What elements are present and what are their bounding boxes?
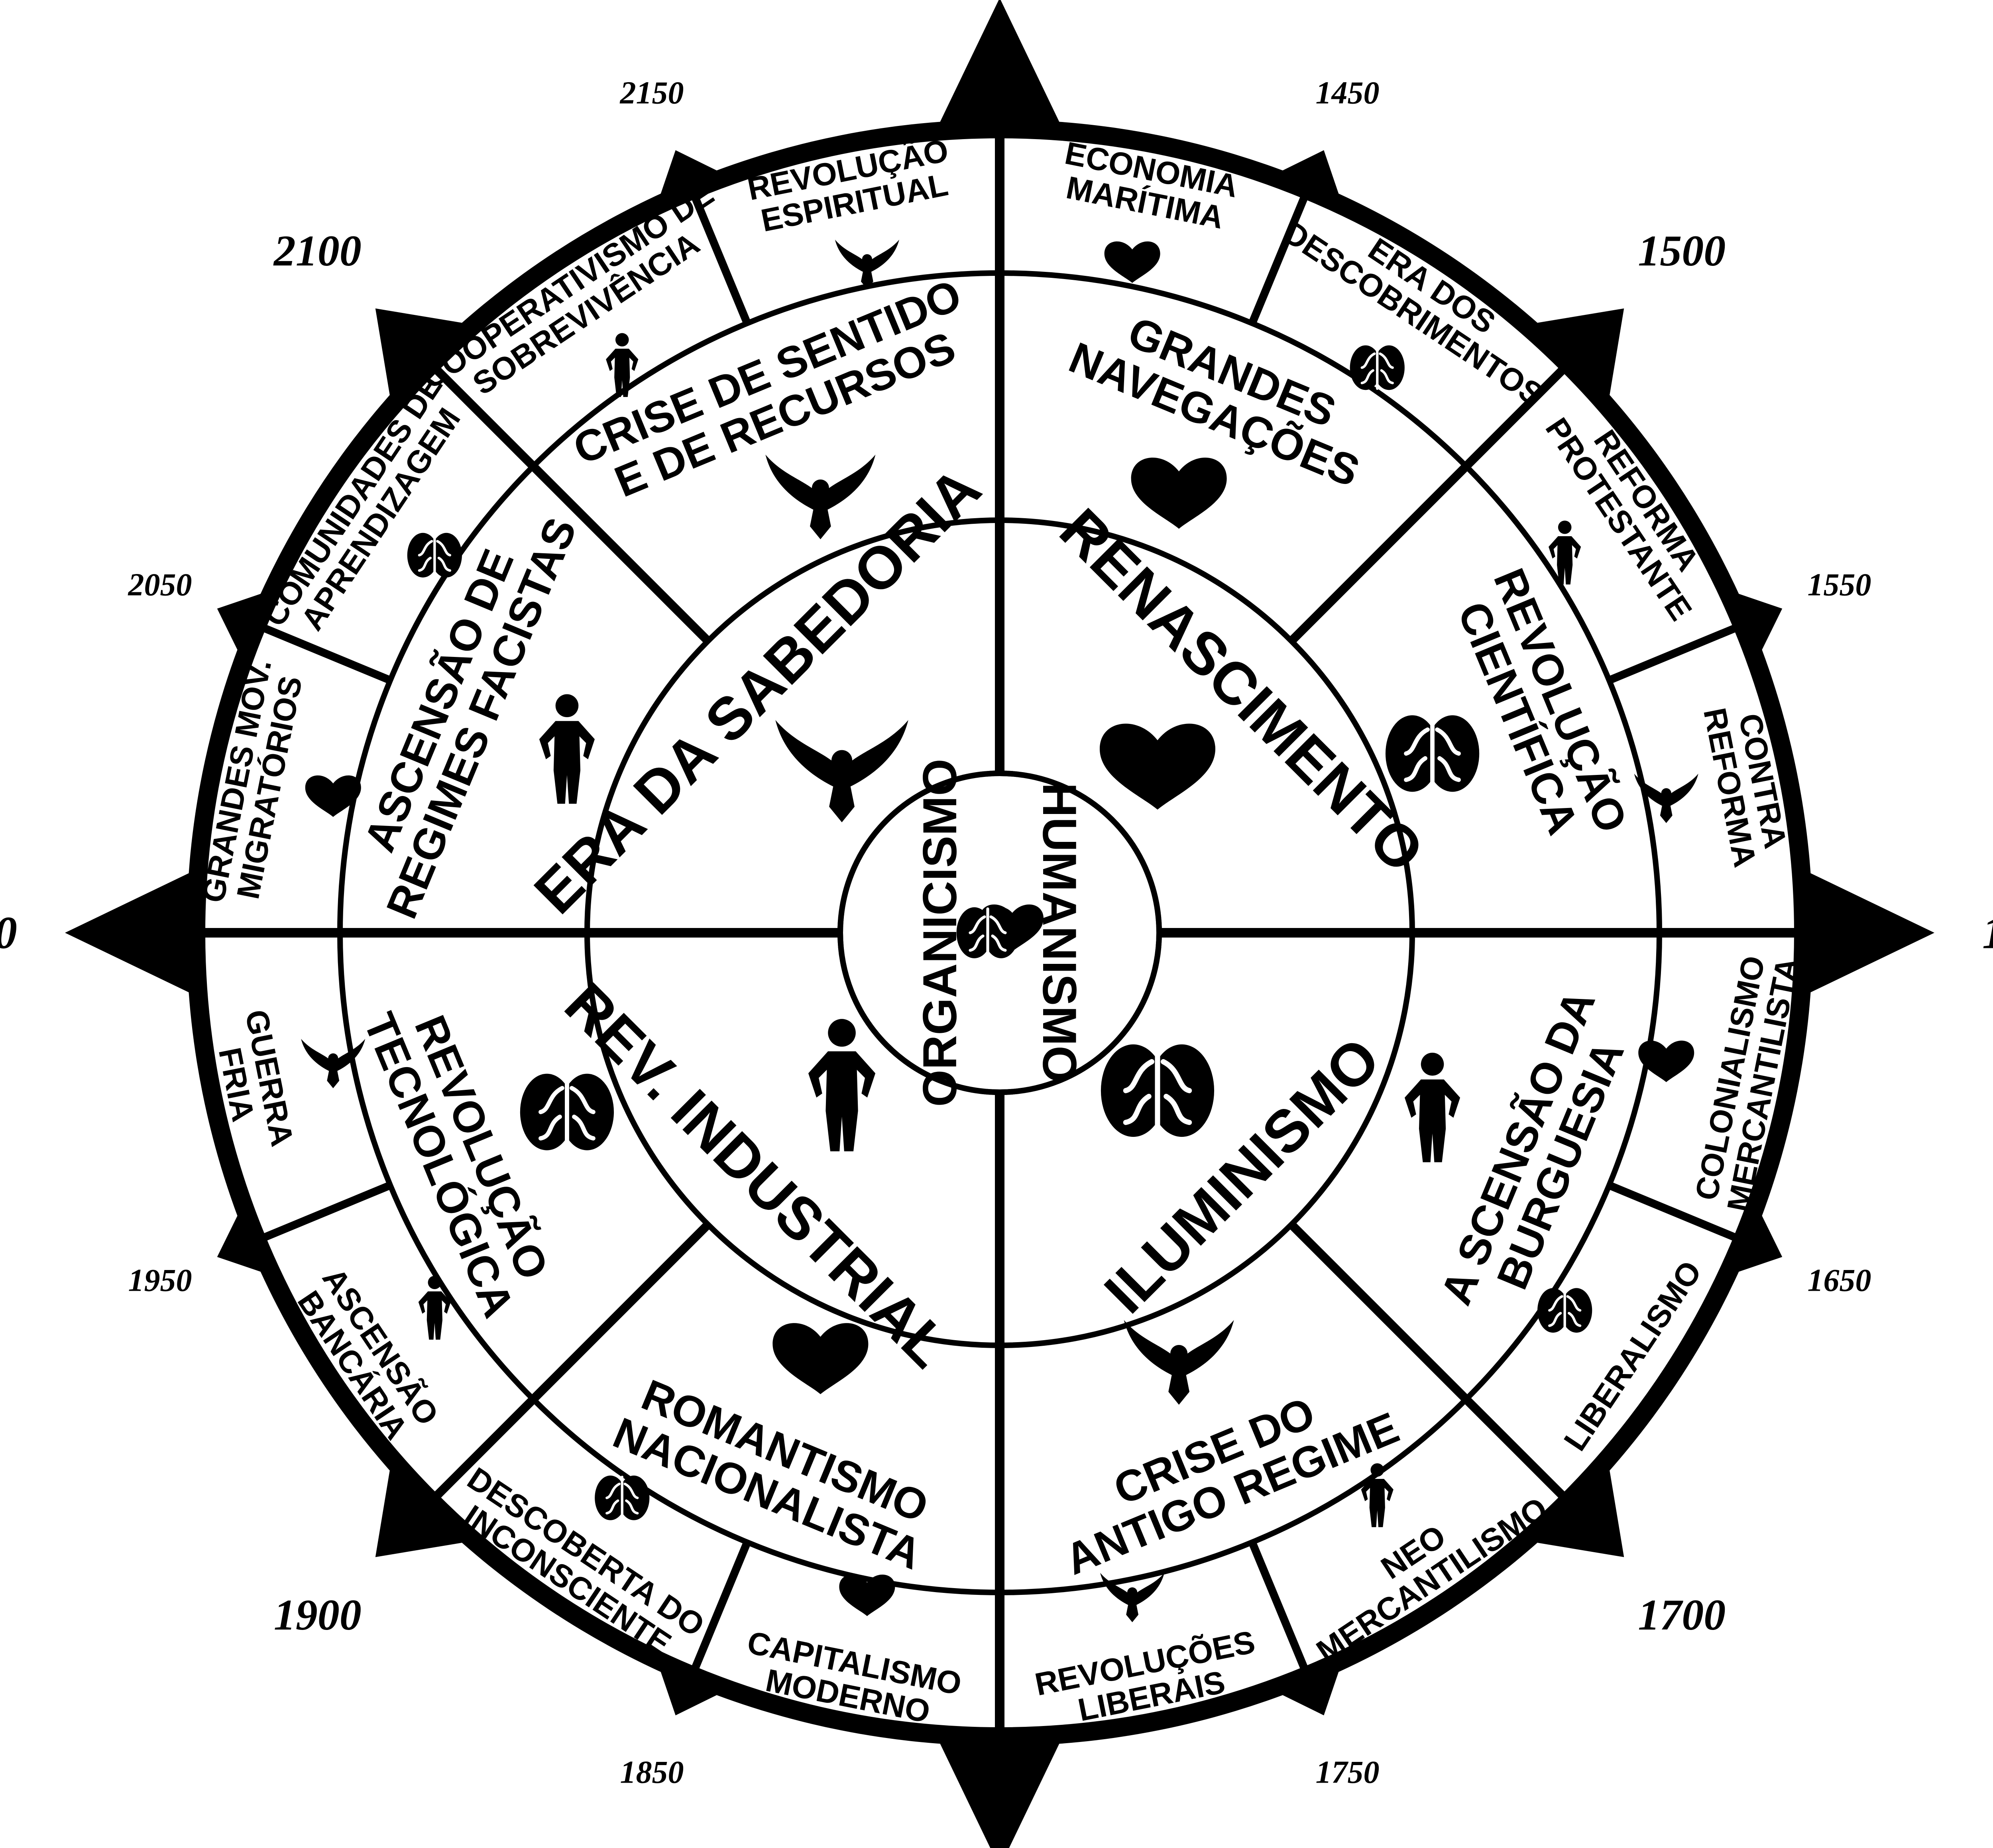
minor-arrow-5 [217,1211,266,1274]
marker-arrow-3 [375,308,462,395]
divider-minor [258,1182,392,1243]
divider-marker [1288,1221,1570,1503]
divider-minor [1608,1182,1741,1243]
cardinal-arrow-0 [940,0,1059,122]
marker-year-label: 2100 [273,226,362,275]
brain-icon [1537,1288,1592,1333]
brain-icon [1386,715,1479,792]
minor-year-label: 1950 [128,1263,192,1298]
cardinal-arrow-1 [1810,873,1934,993]
cardinal-arrow-3 [65,873,189,993]
divider-marker [430,1221,711,1503]
segment-label: HUMANISMO [1033,782,1086,1083]
divider-minor [1248,191,1310,325]
divider-minor [689,1541,751,1675]
marker-year-label: 1500 [1638,226,1726,275]
cardinal-year-label: 2000 [0,908,17,958]
marker-arrow-2 [375,1471,462,1557]
minor-arrow-3 [1278,1667,1340,1716]
brain-icon [407,533,462,578]
divider-marker [430,363,711,644]
marker-year-label: 1700 [1638,1590,1726,1639]
divider-minor [689,191,751,325]
cardinal-year-label: 1600 [1982,908,1993,958]
minor-year-label: 1550 [1807,567,1871,602]
divider-minor [1248,1541,1310,1675]
divider-minor [258,622,392,684]
minor-arrow-0 [1278,150,1340,199]
marker-year-label: 1900 [274,1590,362,1639]
brain-icon [1101,1044,1214,1137]
center-segment-0: HUMANISMO [980,782,1086,1083]
minor-year-label: 2050 [128,567,192,602]
brain-icon [520,1074,614,1150]
cardinal-arrow-2 [940,1744,1059,1848]
minor-year-label: 1850 [620,1755,684,1790]
divider-marker [1288,363,1570,644]
marker-arrow-0 [1537,308,1624,395]
minor-arrow-4 [659,1667,722,1716]
minor-year-label: 1650 [1807,1263,1871,1298]
marker-arrow-1 [1537,1471,1624,1557]
divider-minor [1608,622,1741,684]
brain-icon [957,907,1019,958]
brain-icon [595,1476,649,1520]
minor-arrow-1 [1734,592,1783,655]
minor-year-label: 1750 [1316,1755,1380,1790]
minor-arrow-6 [217,592,266,655]
brain-icon [1350,345,1405,390]
minor-year-label: 1450 [1316,76,1380,111]
minor-arrow-7 [659,150,722,199]
center-segment-1: ORGANICISMO [913,759,1019,1107]
center-circle [837,771,1162,1095]
minor-year-label: 2150 [619,76,684,111]
minor-arrow-2 [1734,1211,1783,1274]
